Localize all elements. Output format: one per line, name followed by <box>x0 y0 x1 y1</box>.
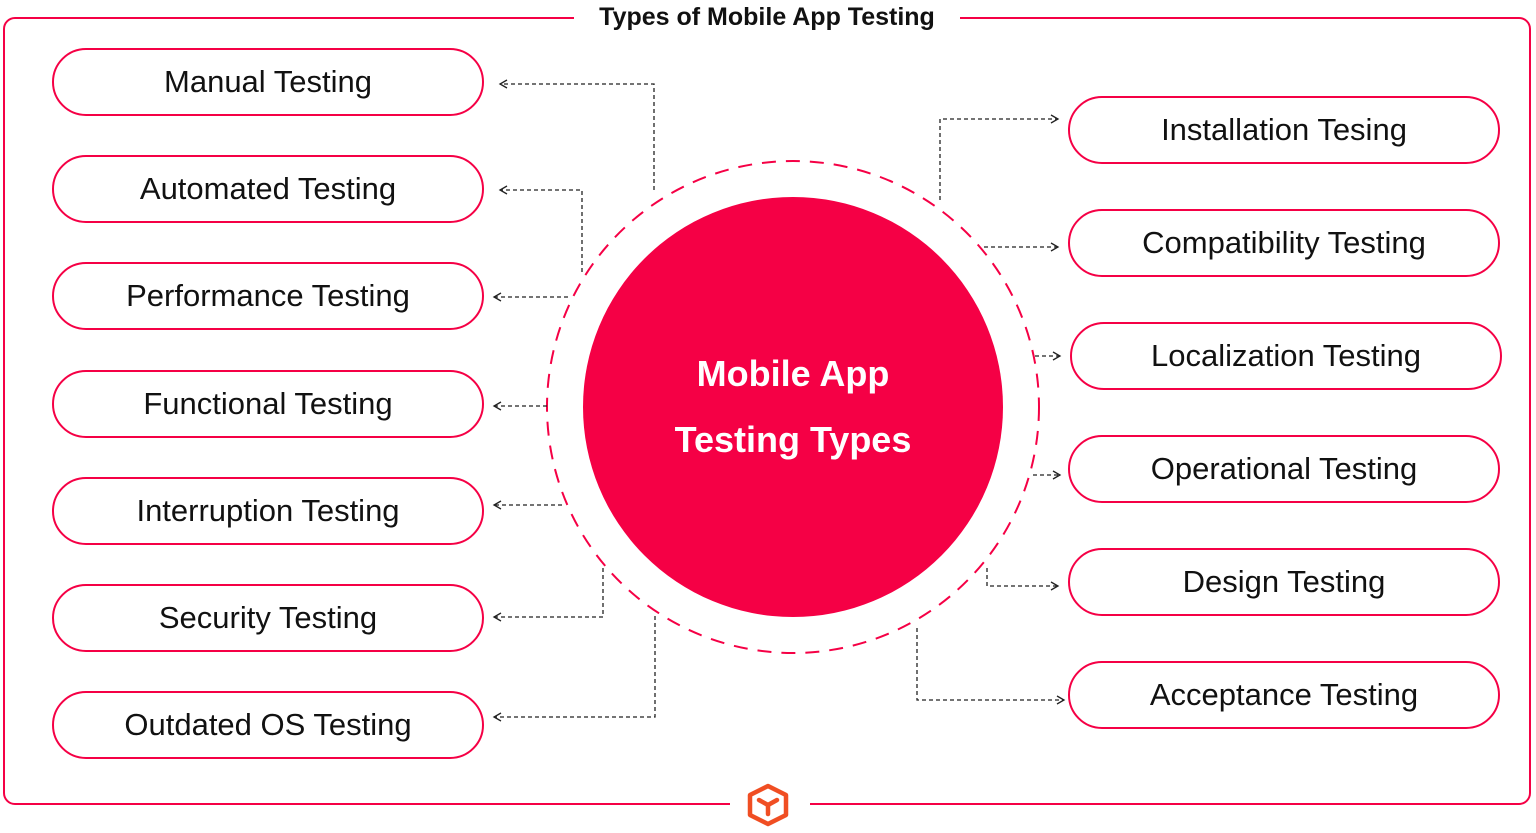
pill-design-testing: Design Testing <box>1068 548 1500 616</box>
pill-label: Outdated OS Testing <box>124 707 412 742</box>
pill-acceptance-testing: Acceptance Testing <box>1068 661 1500 729</box>
pill-functional-testing: Functional Testing <box>52 370 484 438</box>
dashed-ring <box>546 160 1040 654</box>
connector-outdated <box>492 616 656 722</box>
pill-manual-testing: Manual Testing <box>52 48 484 116</box>
pill-label: Interruption Testing <box>136 493 400 528</box>
diagram-title: Types of Mobile App Testing <box>574 0 960 34</box>
pill-installation-testing: Installation Tesing <box>1068 96 1500 164</box>
pill-label: Installation Tesing <box>1161 112 1407 147</box>
pill-localization-testing: Localization Testing <box>1070 322 1502 390</box>
pill-label: Localization Testing <box>1151 338 1421 373</box>
pill-label: Manual Testing <box>164 64 372 99</box>
pill-label: Security Testing <box>158 600 378 635</box>
connector-security <box>492 568 604 622</box>
pill-label: Design Testing <box>1182 564 1386 599</box>
pill-performance-testing: Performance Testing <box>52 262 484 330</box>
pill-compatibility-testing: Compatibility Testing <box>1068 209 1500 277</box>
pill-label: Operational Testing <box>1150 451 1418 486</box>
pill-interruption-testing: Interruption Testing <box>52 477 484 545</box>
logo-container <box>730 782 810 828</box>
connector-automated <box>498 185 583 272</box>
pill-automated-testing: Automated Testing <box>52 155 484 223</box>
center-circle: Mobile App Testing Types <box>583 197 1003 617</box>
pill-label: Automated Testing <box>139 171 397 206</box>
connector-acceptance <box>916 628 1066 705</box>
pill-security-testing: Security Testing <box>52 584 484 652</box>
center-label-line2: Testing Types <box>674 419 912 460</box>
pill-operational-testing: Operational Testing <box>1068 435 1500 503</box>
pill-label: Compatibility Testing <box>1142 225 1426 260</box>
connector-design <box>986 568 1060 591</box>
cube-logo-icon <box>747 783 789 827</box>
connector-installation <box>939 114 1060 200</box>
pill-label: Performance Testing <box>126 278 410 313</box>
pill-label: Acceptance Testing <box>1149 677 1419 712</box>
pill-label: Functional Testing <box>143 386 393 421</box>
connector-manual <box>498 79 655 190</box>
pill-outdated-os-testing: Outdated OS Testing <box>52 691 484 759</box>
center-label-line1: Mobile App <box>696 353 890 394</box>
